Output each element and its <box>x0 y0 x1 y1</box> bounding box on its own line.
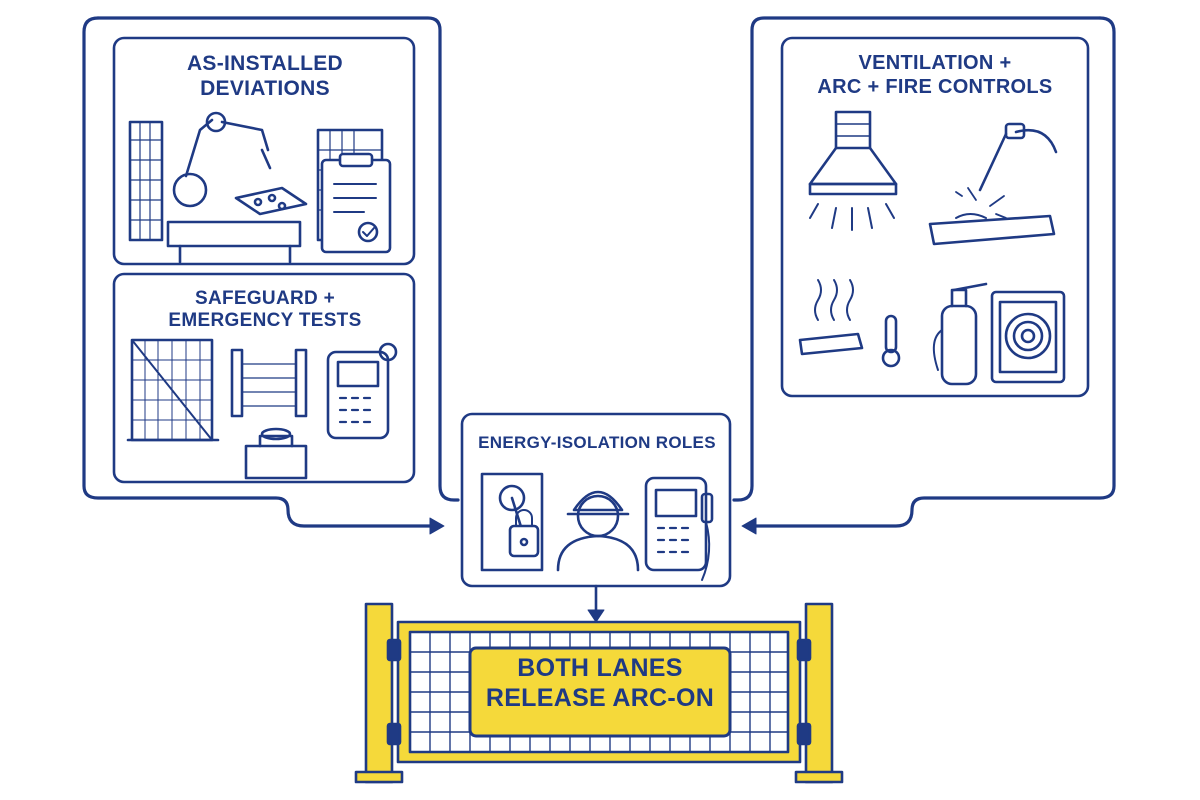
as-installed-title-line2: DEVIATIONS <box>200 76 330 100</box>
panel-ventilation <box>780 36 1090 398</box>
emergency-stop-button-icon <box>244 427 308 480</box>
checklist-clipboard-icon <box>320 152 392 254</box>
release-sign <box>468 646 732 738</box>
ventilation-title-line1: VENTILATION + <box>858 52 1012 74</box>
left-lane-arrow <box>429 517 445 535</box>
down-connector-arrow <box>587 609 605 623</box>
energy-isolation-title: ENERGY-ISOLATION ROLES <box>478 433 716 452</box>
light-curtain-icon <box>230 348 308 418</box>
release-sign-text: BOTH LANES RELEASE ARC-ON <box>470 654 730 713</box>
fire-hose-cabinet-icon <box>990 290 1066 384</box>
fire-extinguisher-icon <box>932 282 988 386</box>
ventilation-title: VENTILATION + ARC + FIRE CONTROLS <box>780 52 1090 99</box>
lockout-disconnect-icon <box>480 472 544 572</box>
worker-hardhat-icon <box>556 490 640 572</box>
safeguard-title-line1: SAFEGUARD + <box>194 288 335 309</box>
teach-pendant-icon <box>326 342 398 440</box>
safeguard-title: SAFEGUARD + EMERGENCY TESTS <box>115 288 415 333</box>
as-installed-title: AS-INSTALLED DEVIATIONS <box>115 52 415 102</box>
welding-torch-icon <box>928 122 1058 246</box>
right-lane-frame <box>732 16 1102 502</box>
right-lane-frame-side <box>750 16 1116 528</box>
release-line1: BOTH LANES <box>517 654 683 682</box>
heated-plate-thermometer-icon <box>798 279 901 368</box>
safeguard-title-line2: EMERGENCY TESTS <box>168 310 362 332</box>
as-installed-title-line1: AS-INSTALLED <box>186 52 344 75</box>
panel-safeguard <box>112 272 416 484</box>
exhaust-hood-icon <box>808 110 898 231</box>
release-line2: RELEASE ARC-ON <box>485 683 715 712</box>
left-lane-frame <box>96 16 460 502</box>
ventilation-title-line2: ARC + FIRE CONTROLS <box>817 75 1053 98</box>
right-lane-arrow <box>741 517 757 535</box>
left-lane-frame-side <box>82 16 442 528</box>
safety-fence-gate-icon <box>126 338 220 442</box>
panel-as-installed <box>112 36 416 266</box>
controller-panel-icon <box>644 476 714 581</box>
